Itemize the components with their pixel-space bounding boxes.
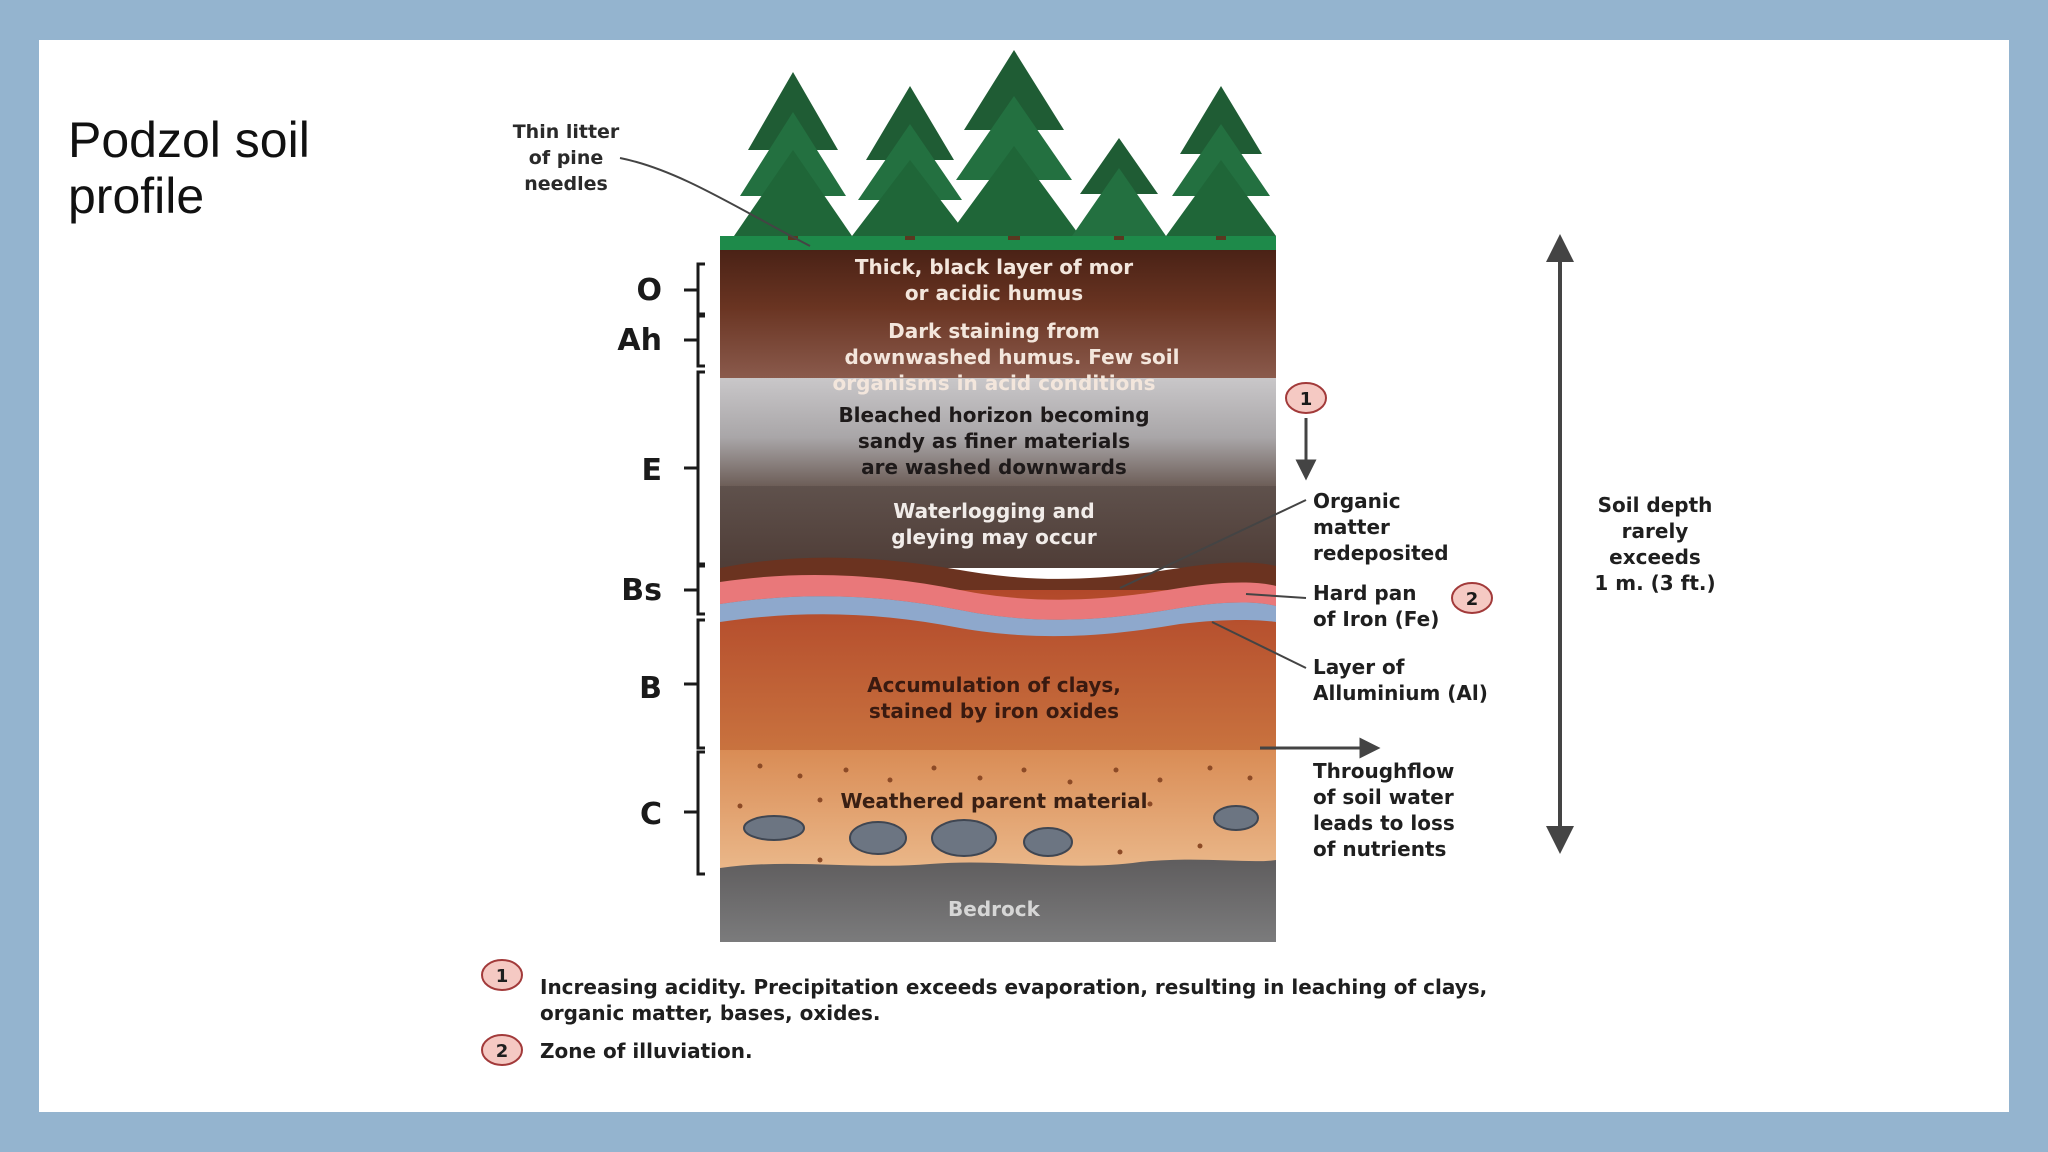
desc-B-line-1: Accumulation of clays,	[867, 673, 1121, 697]
bedrock-layer	[720, 859, 1276, 942]
horizon-label-C: C	[640, 797, 662, 832]
desc-E2-line-2: gleying may occur	[891, 525, 1097, 549]
horizon-descriptions: Thick, black layer of mor or acidic humu…	[833, 255, 1180, 921]
throughflow-line-1: Throughflow	[1313, 759, 1454, 783]
desc-Ah-line-1: Dark staining from	[888, 319, 1100, 343]
pine-tree-2-icon	[852, 86, 968, 240]
horizon-Ah-layer	[720, 310, 1276, 378]
throughflow-line-4: of nutrients	[1313, 837, 1446, 861]
legend-1-line-2: organic matter, bases, oxides.	[540, 1001, 880, 1025]
depth-line-3: exceeds	[1609, 545, 1701, 569]
pine-tree-4-icon	[1072, 138, 1166, 240]
title-line-1: Podzol soil	[68, 112, 310, 168]
desc-E2-line-1: Waterlogging and	[893, 499, 1094, 523]
legend-2-line-1: Zone of illuviation.	[540, 1039, 753, 1063]
depth-line-2: rarely	[1622, 519, 1689, 543]
aluminium-pointer	[1211, 621, 1307, 669]
title-line-2: profile	[68, 168, 205, 224]
horizon-label-O: O	[636, 273, 662, 308]
marker-1-text: 1	[1300, 389, 1313, 410]
slide-title: Podzol soil profile	[68, 112, 428, 224]
depth-line-4: 1 m. (3 ft.)	[1594, 571, 1715, 595]
aluminium-line-2: Alluminium (Al)	[1313, 681, 1488, 705]
desc-E-line-1: Bleached horizon becoming	[838, 403, 1149, 427]
bracket-B	[684, 618, 705, 750]
horizon-E-upper-layer	[720, 378, 1276, 486]
bracket-O	[684, 262, 705, 316]
litter-note: Thin litter of pine needles	[513, 121, 620, 195]
horizon-label-Ah: Ah	[617, 323, 662, 358]
organic-line-3: redeposited	[1313, 541, 1449, 565]
gravel-dots	[737, 763, 1253, 863]
bracket-E	[684, 370, 705, 566]
horizon-C-layer	[720, 750, 1276, 868]
organic-line-1: Organic	[1313, 489, 1401, 513]
horizon-E-lower-layer	[720, 486, 1276, 568]
marker-2-badge	[1451, 582, 1493, 614]
marker-2-text: 2	[1466, 589, 1479, 610]
legend: 1 Increasing acidity. Precipitation exce…	[481, 959, 1487, 1066]
desc-Ah-line-3: organisms in acid conditions	[833, 371, 1156, 395]
desc-O-line-1: Thick, black layer of mor	[855, 255, 1133, 279]
hardpan-line-2: of Iron (Fe)	[1313, 607, 1439, 631]
bedrock-label: Bedrock	[948, 897, 1041, 921]
soil-column	[720, 236, 1276, 942]
pine-tree-3-icon	[948, 50, 1080, 240]
legend-marker-2-badge	[481, 1034, 523, 1066]
marker-1-group: 1	[1285, 382, 1327, 481]
litter-line-1: Thin litter	[513, 121, 620, 143]
horizon-label-Bs: Bs	[621, 573, 662, 608]
iron-hardpan-band	[720, 575, 1276, 620]
organic-line-2: matter	[1313, 515, 1390, 539]
marker-1-badge	[1285, 382, 1327, 414]
pointer-lines	[1119, 499, 1381, 759]
horizon-O-layer	[720, 250, 1276, 310]
bracket-Ah	[684, 314, 705, 368]
legend-1-line-1: Increasing acidity. Precipitation exceed…	[540, 975, 1487, 999]
desc-E-line-3: are washed downwards	[861, 455, 1127, 479]
litter-pointer-line	[619, 157, 811, 247]
right-notes: Organic matter redeposited Hard pan of I…	[1313, 489, 1488, 861]
bracket-Bs	[684, 564, 705, 616]
grass-strip	[720, 236, 1276, 250]
depth-note: Soil depth rarely exceeds 1 m. (3 ft.)	[1594, 493, 1715, 595]
desc-E-line-2: sandy as finer materials	[858, 429, 1130, 453]
pine-trees	[734, 50, 1276, 240]
legend-marker-1-badge	[481, 959, 523, 991]
marker-2-group: 2	[1451, 582, 1493, 614]
aluminium-band	[720, 596, 1276, 637]
desc-O-line-2: or acidic humus	[905, 281, 1083, 305]
pebbles	[743, 805, 1259, 857]
bracket-C	[684, 750, 705, 876]
horizon-label-E: E	[642, 453, 663, 488]
litter-line-2: of pine	[529, 147, 603, 169]
throughflow-line-2: of soil water	[1313, 785, 1454, 809]
legend-marker-1-text: 1	[496, 966, 509, 987]
aluminium-line-1: Layer of	[1313, 655, 1405, 679]
horizon-labels: O Ah E Bs B C	[617, 273, 662, 832]
horizon-label-B: B	[639, 671, 662, 706]
pine-tree-1-icon	[734, 72, 852, 240]
horizon-brackets	[684, 262, 705, 876]
legend-marker-2-text: 2	[496, 1041, 509, 1062]
pine-tree-5-icon	[1166, 86, 1276, 240]
litter-line-3: needles	[524, 173, 608, 195]
desc-B-line-2: stained by iron oxides	[869, 699, 1119, 723]
desc-Ah-line-2: downwashed humus. Few soil	[845, 345, 1180, 369]
hardpan-line-1: Hard pan	[1313, 581, 1416, 605]
depth-line-1: Soil depth	[1598, 493, 1713, 517]
organic-pointer	[1119, 499, 1307, 589]
hardpan-pointer	[1245, 593, 1307, 599]
throughflow-line-3: leads to loss	[1313, 811, 1455, 835]
desc-C-line-1: Weathered parent material	[840, 789, 1147, 813]
